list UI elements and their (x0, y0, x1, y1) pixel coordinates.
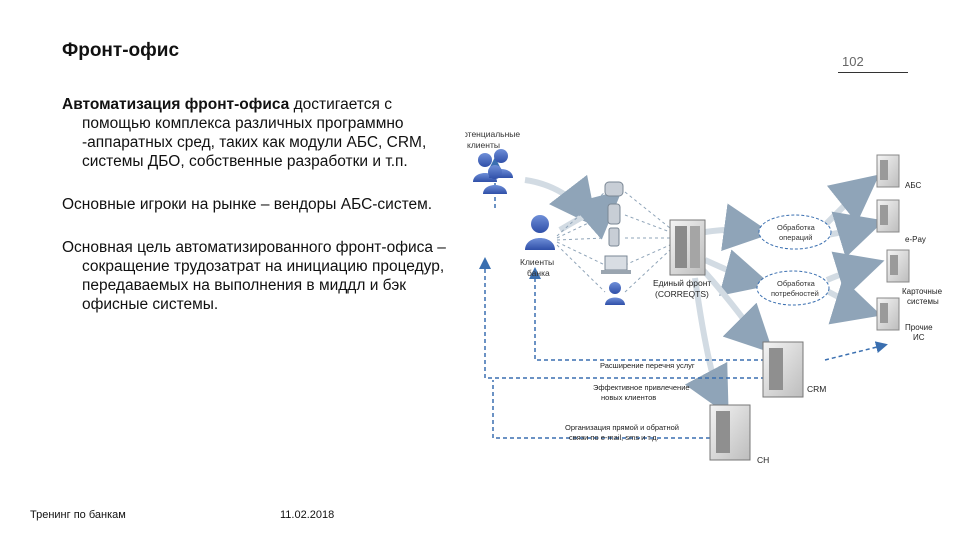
flow-arrow (825, 251, 885, 298)
page-number: 102 (842, 54, 864, 69)
bullet-1-bold: Автоматизация фронт-офиса (62, 96, 290, 113)
front-office-diagram: Потенциальные клиенты Клиенты банка Един… (457, 120, 955, 470)
dashed-link (556, 244, 606, 293)
flow-arrow (704, 203, 772, 252)
svg-text:Обработка: Обработка (777, 223, 816, 232)
feedback-arrow (492, 380, 710, 439)
svg-text:Обработка: Обработка (777, 279, 816, 288)
feedback-arrow (479, 257, 765, 379)
svg-text:операций: операций (779, 233, 812, 242)
ch-label: CH (757, 455, 769, 465)
crm-label: CRM (807, 384, 826, 394)
bullet-1: Автоматизация фронт-офиса достигается с … (62, 95, 462, 171)
cloud-operations: Обработка операций (758, 214, 832, 250)
front-label-1: Единый фронт (653, 278, 711, 288)
abs-server-icon (876, 154, 900, 188)
dashed-link (556, 214, 606, 239)
bank-clients-label-2: банка (527, 268, 550, 278)
label-feedback-2: связи по e-mail, sms и т.д. (569, 433, 659, 442)
cards-server-icon (886, 249, 910, 283)
dashed-link (556, 241, 606, 266)
potential-clients-label-2: клиенты (467, 140, 500, 150)
handheld-icon (608, 227, 620, 247)
footer-date: 11.02.2018 (280, 509, 335, 521)
other-label-2: ИС (913, 333, 925, 342)
mobile-icon (607, 203, 621, 225)
epay-server-icon (876, 199, 900, 233)
other-label-1: Прочие (905, 323, 933, 332)
svg-text:потребностей: потребностей (771, 289, 819, 298)
label-attract-2: новых клиентов (601, 393, 656, 402)
abs-label: АБС (905, 181, 921, 190)
ch-server-icon (709, 404, 751, 461)
feedback-arrow (529, 267, 765, 361)
flow-arrow (558, 190, 623, 240)
other-server-icon (876, 297, 900, 331)
flow-arrow (822, 174, 880, 228)
bullet-2-text: Основные игроки на рынке – вендоры АБС-с… (62, 196, 433, 213)
flow-arrow (703, 249, 772, 296)
dashed-link (556, 191, 606, 237)
cards-label-2: системы (907, 297, 939, 306)
front-server-icon (669, 219, 706, 276)
potential-clients-icon (473, 149, 513, 194)
footer-training: Тренинг по банкам (30, 509, 126, 521)
front-label-2: (CORREQTS) (655, 289, 709, 299)
label-attract-1: Эффективное привлечение (593, 383, 690, 392)
flow-arrow (823, 278, 882, 325)
bullet-2: Основные игроки на рынке – вендоры АБС-с… (62, 195, 462, 214)
label-expand-services: Расширение перечня услуг (600, 361, 695, 370)
flow-arrow (826, 211, 885, 258)
flow-arrow (524, 174, 598, 228)
laptop-icon (601, 255, 631, 274)
flow-arrow (700, 267, 774, 354)
dashed-link (624, 249, 671, 293)
page-number-underline (838, 72, 908, 73)
feedback-arrow (824, 341, 888, 361)
bullet-list: Автоматизация фронт-офиса достигается с … (62, 95, 462, 314)
cards-label-1: Карточные (902, 287, 943, 296)
crm-server-icon (762, 341, 804, 398)
operator-icon (605, 282, 625, 305)
potential-clients-label-1: Потенциальные (465, 129, 520, 139)
slide-title: Фронт-офис (62, 40, 180, 61)
dashed-link (624, 214, 671, 233)
bullet-3: Основная цель автоматизированного фронт-… (62, 238, 462, 314)
phone-icon (604, 181, 624, 197)
bullet-1-text: достигается с помощью комплекса различны… (82, 96, 427, 170)
dashed-link (624, 244, 671, 266)
dashed-link (556, 237, 606, 241)
flow-arrow (684, 277, 729, 416)
label-feedback-1: Организация прямой и обратной (565, 423, 679, 432)
cloud-needs: Обработка потребностей (756, 270, 830, 306)
bullet-3-text: Основная цель автоматизированного фронт-… (62, 239, 446, 313)
bank-clients-icon (525, 215, 555, 250)
epay-label: e-Pay (905, 235, 926, 244)
dashed-link (624, 191, 671, 229)
bank-clients-label-1: Клиенты (520, 257, 554, 267)
